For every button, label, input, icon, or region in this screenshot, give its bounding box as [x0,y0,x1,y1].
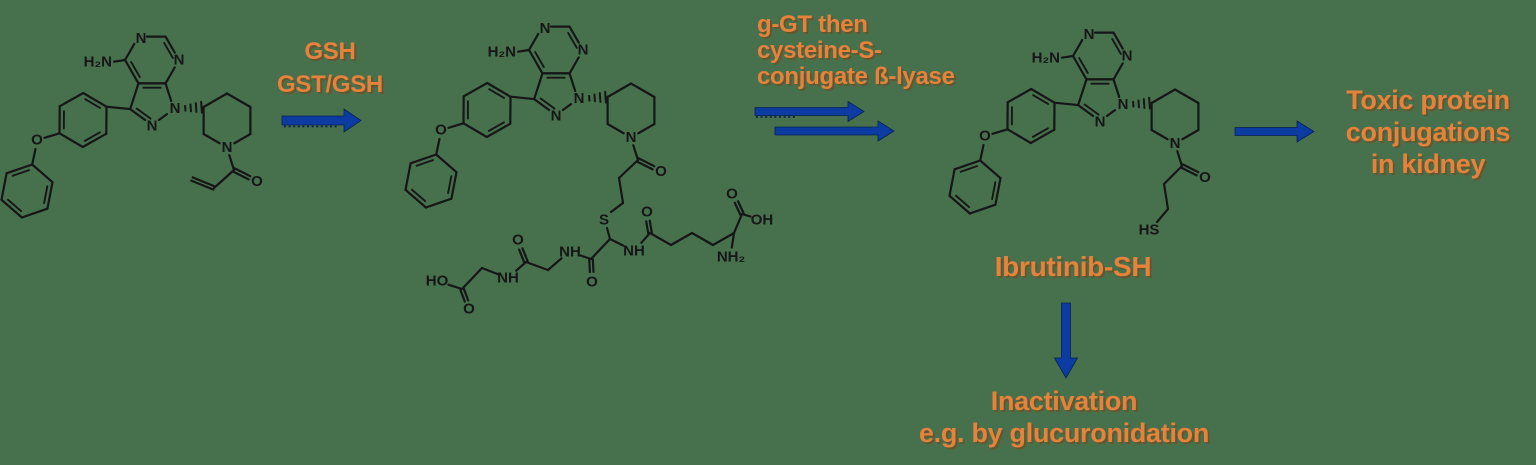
atom-o-label: O [726,186,738,203]
atom-n-label: N [578,42,589,59]
atom-nh-label: NH [497,270,519,287]
atom-o-label: O [586,274,598,291]
atom-n-label: N [136,30,147,47]
kidney-outcome-label: Toxic protein conjugations in kidney [1345,85,1511,179]
atom-n-label: N [222,139,233,156]
atom-ho-label: HO [426,273,449,290]
arrow-to-kidney-outcome [1234,120,1315,143]
atom-n-label: N [147,118,158,135]
atom-o-label: O [463,301,475,318]
atom-h2n-label: H₂N [1032,50,1060,67]
atom-n-label: N [626,129,637,146]
reaction-arrow-step2-upper [754,100,865,123]
atom-n-label: N [1122,48,1133,65]
reaction-arrows [281,100,1315,379]
reaction-arrow-step1 [281,108,362,133]
atom-n-label: N [1084,26,1095,43]
reaction-step-1-label: GSH GST/GSH [277,38,383,98]
arrow-to-inactivation [1053,302,1079,379]
inactivation-outcome-label: Inactivation e.g. by glucuronidation [918,386,1210,448]
atom-h2n-label: H₂N [84,54,112,71]
atom-nh2-label: NH₂ [717,249,745,266]
atom-o-label: O [1199,169,1211,186]
atom-n-label: N [174,52,185,69]
atom-nh-label: NH [623,243,645,260]
reaction-step-2-label: g-GT then cysteine-S- conjugate ß-lyase [757,11,955,90]
reaction-arrow-step2-lower [774,120,895,142]
atom-o-label: O [435,122,447,139]
atom-n-label: N [540,20,551,37]
atom-n-label: N [551,108,562,125]
atom-n-label: N [1170,135,1181,152]
atom-o-label: O [641,204,653,221]
metabolite-name-label: Ibrutinib-SH [994,251,1152,282]
atom-n-label: N [574,90,585,107]
atom-hs-label: HS [1139,222,1160,239]
atom-o-label: O [655,163,667,180]
atom-o-label: O [31,132,43,149]
atom-o-label: O [979,128,991,145]
atom-oh-label: OH [751,212,774,229]
atom-nh-label: NH [559,244,581,261]
atom-o-label: O [251,173,263,190]
atom-n-label: N [1118,96,1129,113]
atom-n-label: N [170,100,181,117]
atom-s-label: S [599,212,609,229]
atom-h2n-label: H₂N [488,44,516,61]
atom-n-label: N [1095,114,1106,131]
atom-o-label: O [512,232,524,249]
